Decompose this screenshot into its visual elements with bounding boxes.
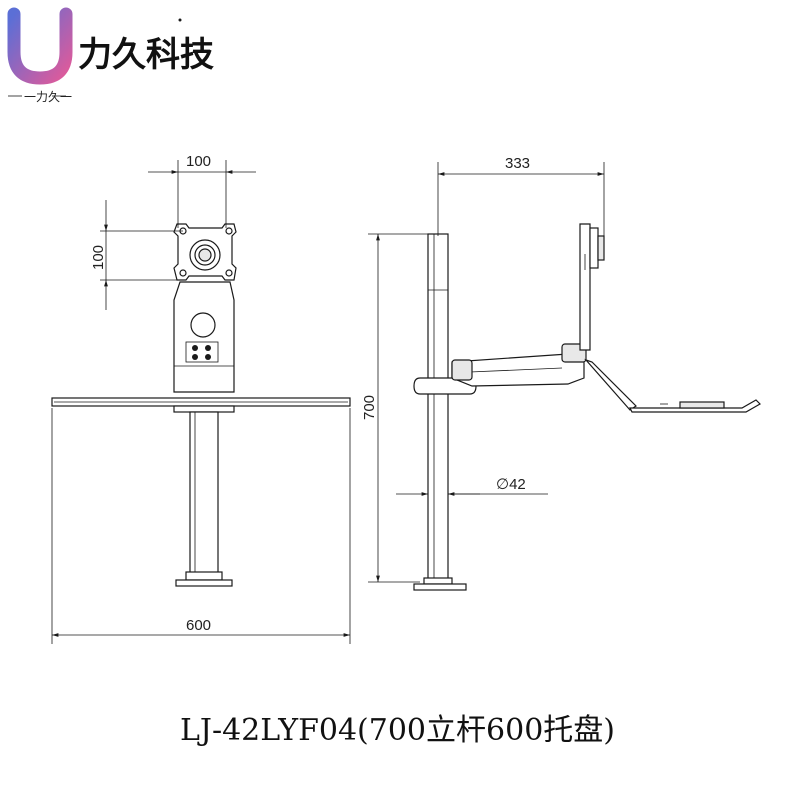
logo-dot	[178, 18, 182, 22]
vesa-hole	[225, 269, 233, 277]
dim-pole-diameter: ∅42	[496, 476, 526, 493]
arm-joint	[451, 359, 473, 381]
brand-subtitle: 一力久一	[24, 90, 72, 104]
button-panel	[185, 341, 219, 363]
pole-collar	[423, 577, 453, 585]
button-dot	[192, 345, 198, 351]
tray-clamp	[173, 405, 235, 413]
mount-head	[597, 235, 605, 261]
mount-upright	[579, 223, 591, 351]
front-base	[175, 579, 233, 587]
brand-logo: 力久科技 一力久一	[7, 7, 214, 104]
side-view: 333 700 ∅42	[361, 155, 761, 591]
dim-bracket-height: 100	[90, 245, 107, 270]
side-base	[413, 583, 467, 591]
model-caption: LJ-42LYF04(700立杆600托盘)	[180, 713, 615, 748]
vesa-hub-outer	[189, 239, 221, 271]
pole-collar	[185, 571, 223, 581]
tray-clip	[679, 401, 725, 409]
tray-support	[584, 358, 637, 411]
column-knob	[190, 312, 216, 338]
dim-bracket-width: 100	[186, 153, 211, 170]
vesa-hole	[179, 269, 187, 277]
mount-plate	[589, 227, 599, 269]
button-dot	[192, 354, 198, 360]
handshake-icon	[22, 56, 58, 68]
vesa-hub-core	[198, 248, 212, 262]
dim-arm-reach: 333	[505, 155, 530, 172]
front-view: 100 100 600	[51, 153, 351, 644]
button-dot	[205, 345, 211, 351]
dim-tray-width: 600	[186, 617, 211, 634]
arm-detail	[469, 367, 563, 373]
vesa-hole	[225, 227, 233, 235]
brand-name: 力久科技	[78, 35, 214, 75]
front-pole	[189, 411, 219, 579]
side-tray	[629, 399, 761, 413]
button-dot	[205, 354, 211, 360]
dim-pole-height: 700	[361, 395, 378, 420]
logo-u-shape	[7, 7, 73, 85]
side-pole	[427, 233, 449, 583]
vesa-hub-ring	[194, 244, 216, 266]
